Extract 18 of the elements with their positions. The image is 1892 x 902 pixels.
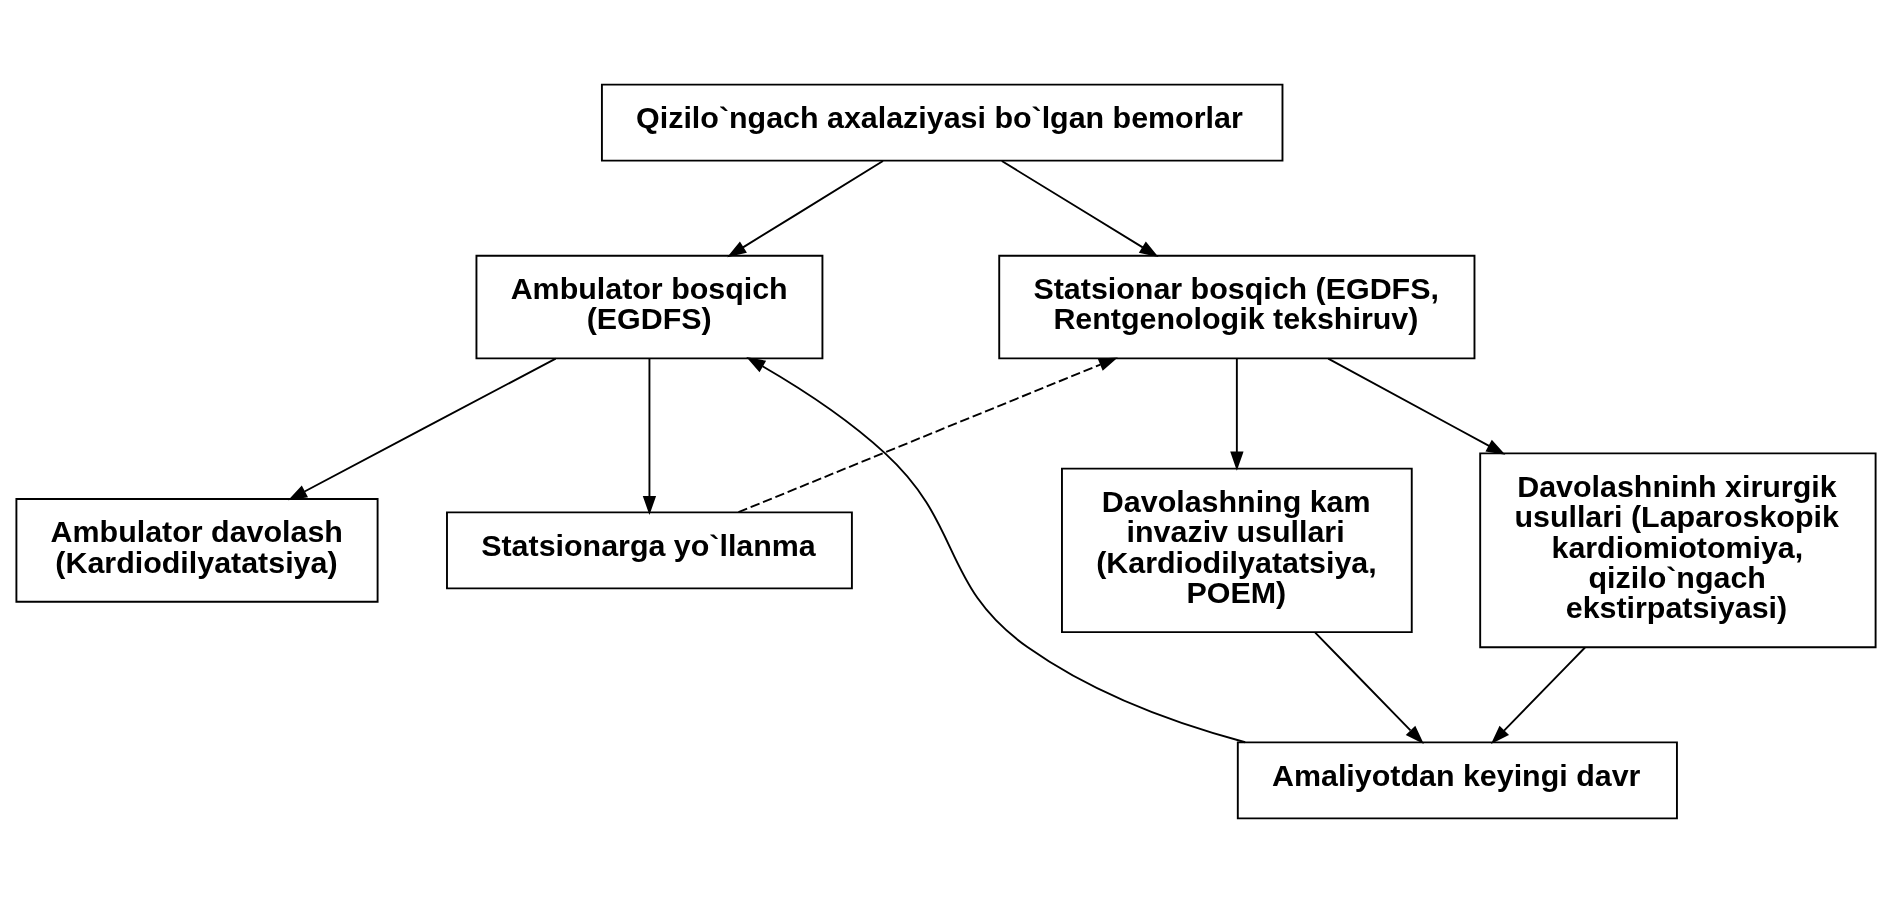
arrow	[1491, 646, 1586, 744]
node-box: Statsionar bosqich (EGDFS, Rentgenologik tekshiruv)	[998, 254, 1476, 359]
arrow	[737, 356, 1118, 513]
arrow	[1230, 357, 1244, 471]
node-box: Ambulator bosqich (EGDFS)	[475, 254, 824, 359]
node-box: Ambulator davolash (Kardiodilyatatsiya)	[15, 497, 379, 603]
arrow	[727, 159, 884, 257]
arrow	[1314, 631, 1424, 744]
arrow	[288, 357, 557, 500]
arrow	[1327, 357, 1506, 455]
node-box: Statsionarga yo`llanma	[446, 510, 853, 589]
arrow	[642, 357, 657, 515]
node-box: Davolashninh xirurgik usullari (Laparoskopik kardiomiotomiya, qizilo`ngach ekstirpatsiyasi)	[1479, 451, 1877, 648]
node-box: Amaliyotdan keyingi davr	[1236, 740, 1678, 819]
arrow	[746, 356, 1247, 743]
arrow	[1000, 159, 1159, 257]
node-box: Davolashning kam invaziv usullari (Kardiodilyatatsiya, POEM)	[1061, 467, 1413, 633]
node-box: Qizilo`ngach axalaziyasi bo`lgan bemorlar	[600, 83, 1284, 162]
